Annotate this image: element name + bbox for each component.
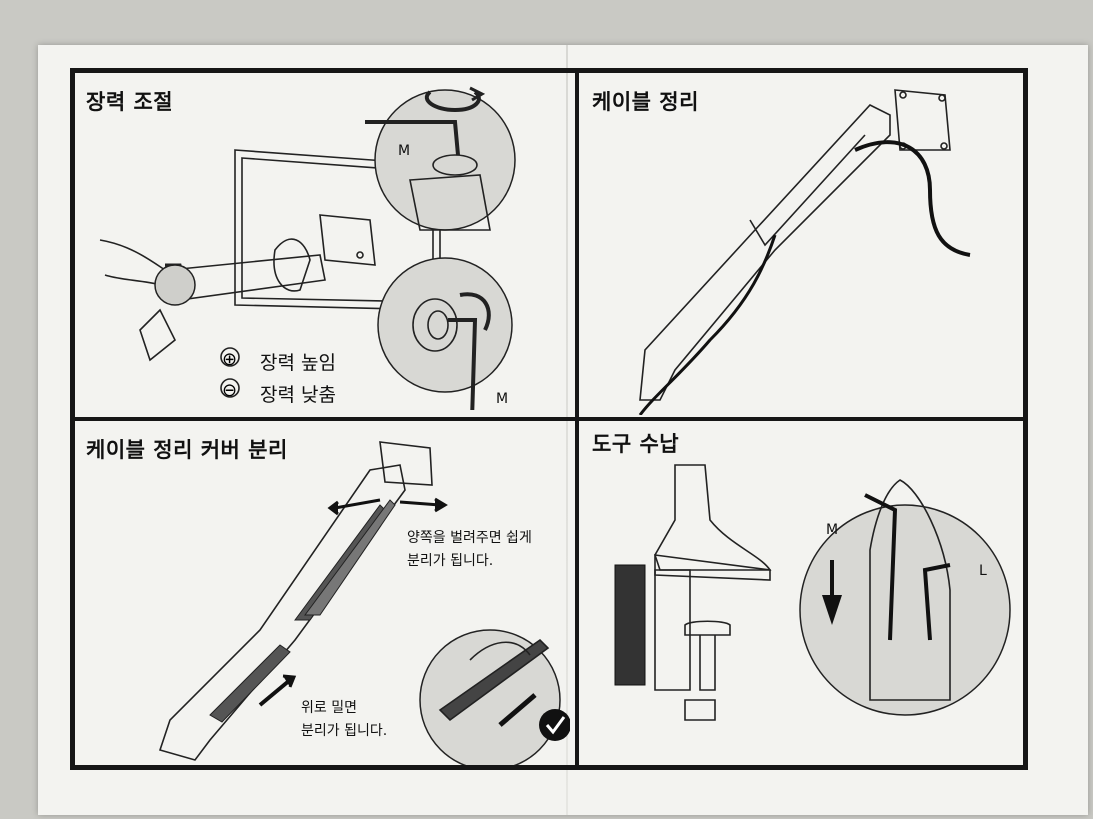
- section-title-storage: 도구 수납: [592, 432, 680, 456]
- cover-illustration: [158, 441, 570, 765]
- cover-spread-line1: 양쪽을 벌려주면 쉽게: [407, 530, 532, 546]
- cover-push-line2: 분리가 됩니다.: [301, 723, 388, 739]
- tension-increase-label: 장력 높임: [260, 352, 336, 374]
- tool-label-m-top: M: [398, 143, 411, 159]
- storage-tool-label-l: L: [979, 563, 987, 579]
- paper-fold: [566, 45, 568, 815]
- storage-tool-label-m: M: [826, 522, 839, 538]
- tool-label-m-bottom: M: [496, 391, 509, 407]
- tension-decrease-icon: ⊖: [222, 380, 238, 401]
- cable-illustration: [638, 89, 971, 415]
- tension-increase-icon: ⊕: [222, 349, 238, 370]
- panel-divider-horizontal: [70, 417, 1028, 421]
- section-title-cable: 케이블 정리: [592, 90, 699, 114]
- tension-decrease-label: 장력 낮춤: [260, 384, 336, 406]
- section-title-tension: 장력 조절: [86, 90, 174, 114]
- section-title-cover: 케이블 정리 커버 분리: [86, 438, 288, 462]
- cover-spread-line2: 분리가 됩니다.: [407, 553, 494, 569]
- storage-illustration: [614, 464, 1011, 721]
- tension-illustration: [99, 86, 516, 410]
- cover-push-line1: 위로 밀면: [301, 700, 357, 716]
